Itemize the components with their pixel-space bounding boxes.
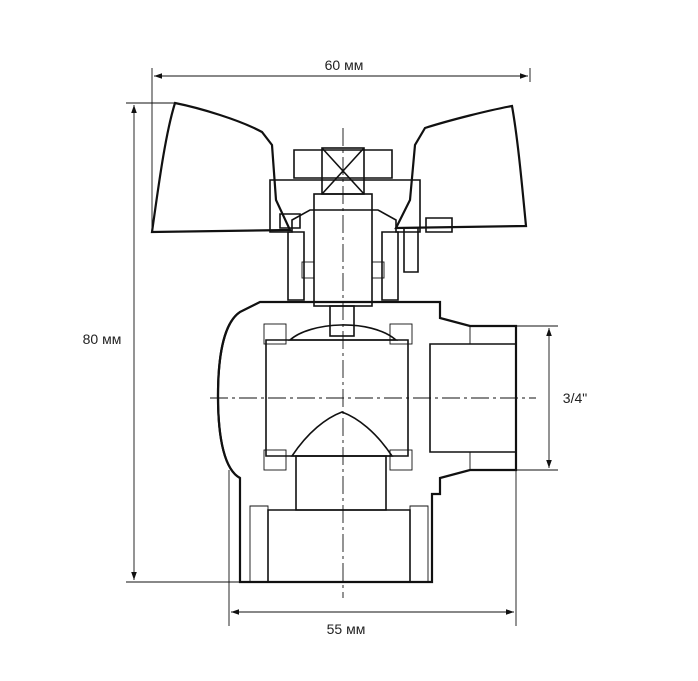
dimension-label-left: 80 мм xyxy=(83,331,122,347)
handle-nut xyxy=(293,149,393,179)
stem-tip xyxy=(329,305,355,337)
stop-pin xyxy=(425,217,453,233)
dimension-label-bottom: 55 мм xyxy=(327,621,366,637)
stem-seal-left xyxy=(301,261,315,279)
outlet-thread-bottom xyxy=(469,451,517,471)
valve-body xyxy=(216,300,518,584)
ball-lower-segment xyxy=(290,411,394,457)
seat-ring-top-right xyxy=(389,323,413,345)
seat-ring-bottom-right xyxy=(389,449,413,471)
handle-wing-right xyxy=(394,104,528,230)
inlet-thread-left xyxy=(249,505,269,583)
inlet-bore xyxy=(267,509,411,583)
dimension-left-height: 80 мм xyxy=(83,102,240,583)
butterfly-handle xyxy=(150,101,528,234)
stop-lug xyxy=(403,227,419,273)
outlet-thread-top xyxy=(469,325,517,345)
ball-upper-segment xyxy=(287,324,399,341)
seat-ring-bottom-left xyxy=(263,449,287,471)
inner-passage xyxy=(295,455,387,511)
retaining-clip xyxy=(279,213,301,229)
dimension-bottom-width: 55 мм xyxy=(228,470,517,637)
bonnet-assembly xyxy=(269,147,453,307)
center-lines xyxy=(210,128,536,598)
dimension-label-thread: 3/4" xyxy=(563,390,587,406)
stem-neck-wall-left xyxy=(287,231,305,301)
ball-and-seats xyxy=(263,305,413,471)
bonnet-housing xyxy=(269,179,421,233)
inlet-thread-right xyxy=(409,505,429,583)
dimension-thread-size: 3/4" xyxy=(516,325,587,471)
handle-wing-left xyxy=(150,101,292,234)
body-left-cap xyxy=(216,311,241,479)
dimension-top-width: 60 мм xyxy=(151,57,531,232)
stem-seal-right xyxy=(371,261,385,279)
stem-neck-wall-right xyxy=(381,231,399,301)
seat-ring-top-left xyxy=(263,323,287,345)
dimension-label-top: 60 мм xyxy=(325,57,364,73)
